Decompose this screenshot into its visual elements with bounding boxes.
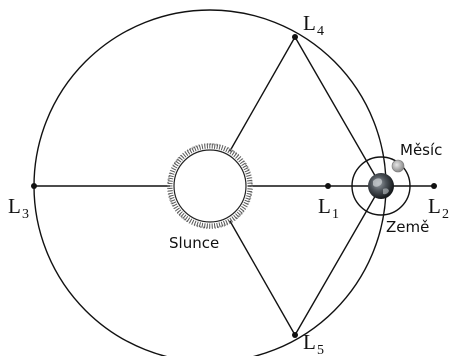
label-l5: L 5 [303, 330, 324, 356]
svg-text:3: 3 [22, 207, 29, 222]
label-moon: Měsíc [400, 141, 442, 159]
svg-text:2: 2 [442, 207, 449, 222]
label-l2: L 2 [428, 194, 449, 222]
l5-point [292, 332, 298, 338]
moon-icon [392, 160, 404, 172]
label-l1: L 1 [318, 194, 339, 222]
label-earth: Země [386, 218, 429, 236]
l3-point [31, 183, 37, 189]
svg-text:L: L [318, 194, 331, 218]
svg-text:L: L [303, 330, 316, 354]
svg-text:L: L [8, 194, 21, 218]
label-l4: L 4 [303, 11, 324, 39]
earth-icon [368, 173, 394, 199]
l4-point [292, 34, 298, 40]
svg-text:L: L [303, 11, 316, 35]
sun-icon [168, 144, 252, 228]
l2-point [431, 183, 437, 189]
svg-text:1: 1 [332, 207, 339, 222]
svg-text:4: 4 [317, 24, 324, 39]
l1-point [325, 183, 331, 189]
label-l3: L 3 [8, 194, 29, 222]
svg-text:L: L [428, 194, 441, 218]
svg-text:5: 5 [317, 343, 324, 356]
l4-earth-line [295, 37, 381, 186]
label-sun: Slunce [169, 234, 219, 252]
